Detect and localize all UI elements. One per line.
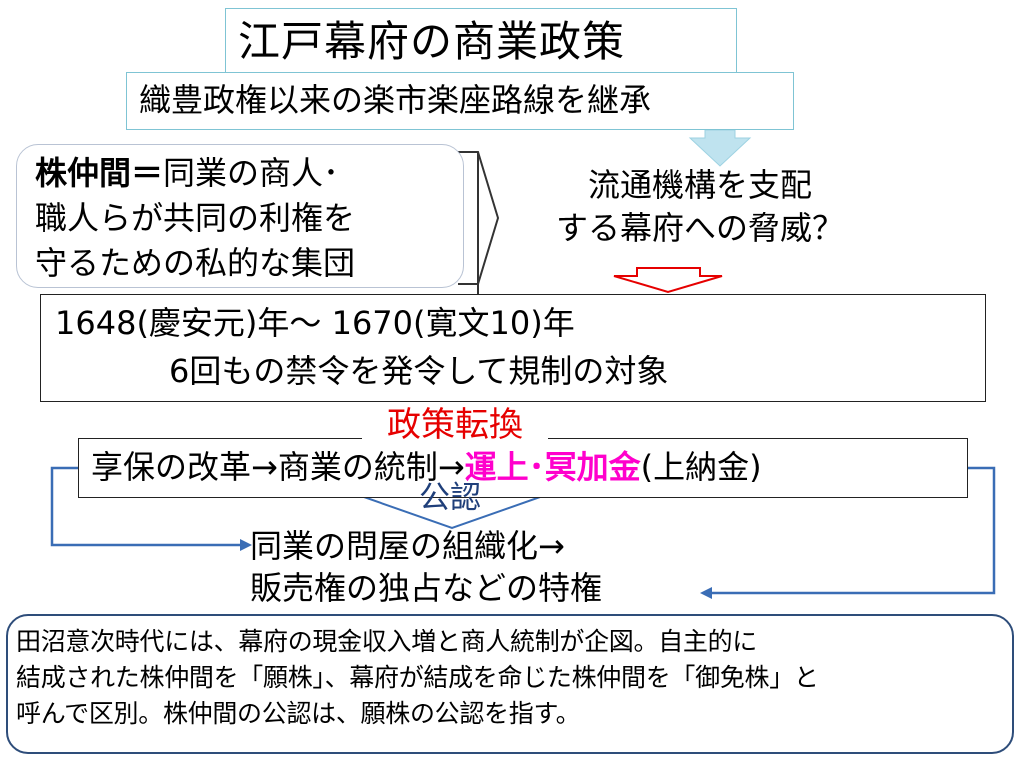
kabunakama-line1: 同業の商人･	[163, 154, 340, 192]
subtitle-box: 織豊政権以来の楽市楽座路線を継承	[126, 72, 794, 130]
page-title: 江戸幕府の商業政策	[225, 8, 737, 78]
ninsho-label: 公認	[419, 480, 481, 516]
tonya-line2: 販売権の独占などの特権	[250, 569, 603, 607]
light-blue-down-arrow	[688, 129, 752, 167]
kabunakama-line2: 職人らが共同の利権を	[35, 199, 356, 237]
kyoho-highlight: 運上･冥加金	[464, 448, 641, 486]
kyoho-main: 享保の改革→商業の統制→	[91, 448, 465, 486]
policy-turn-label: 政策転換	[362, 402, 548, 450]
kabunakama-term: 株仲間＝	[35, 154, 164, 192]
kabunakama-definition-box: 株仲間＝同業の商人･ 職人らが共同の利権を 守るための私的な集団	[16, 144, 464, 288]
chevron-right-arrow	[458, 151, 500, 296]
ban-line2: 6回もの禁令を発令して規制の対象	[169, 352, 669, 390]
threat-text: 流通機構を支配 する幕府への脅威？	[520, 164, 880, 250]
threat-line1: 流通機構を支配	[587, 166, 812, 204]
ban-box: 1648(慶安元)年～ 1670(寛文10)年 6回もの禁令を発令して規制の対象	[40, 294, 986, 402]
right-connector-arrow	[700, 466, 996, 599]
kyoho-paren: (上納金)	[640, 448, 762, 486]
ban-line1: 1648(慶安元)年～ 1670(寛文10)年	[55, 304, 575, 342]
kabunakama-line3: 守るための私的な集団	[35, 244, 356, 282]
red-down-arrow	[613, 267, 723, 294]
note-line1: 田沼意次時代には、幕府の現金収入増と商人統制が企図。自主的に	[16, 627, 758, 656]
note-line3: 呼んで区別。株仲間の公認は、願株の公認を指す。	[16, 699, 581, 728]
tonya-line1: 同業の問屋の組織化→	[250, 527, 565, 565]
note-box: 田沼意次時代には、幕府の現金収入増と商人統制が企図。自主的に 結成された株仲間を…	[6, 614, 1014, 754]
threat-line2: する幕府への脅威？	[555, 209, 844, 247]
note-line2: 結成された株仲間を「願株」、幕府が結成を命じた株仲間を「御免株」と	[16, 663, 819, 692]
left-connector-arrow	[50, 466, 252, 551]
